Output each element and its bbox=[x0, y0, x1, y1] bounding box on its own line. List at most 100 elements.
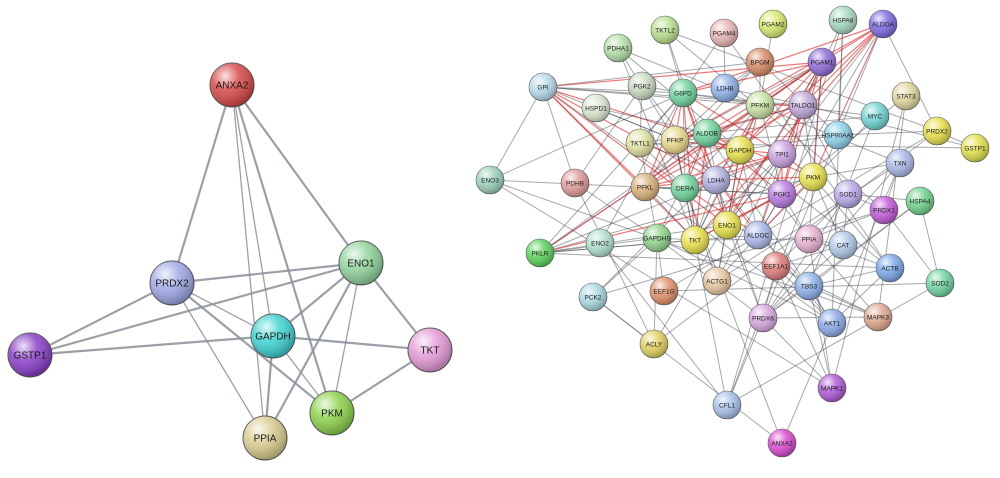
edge-PKM-PKLR bbox=[539, 176, 814, 254]
node-tkt[interactable]: TKT bbox=[407, 327, 453, 373]
node-pfkp[interactable]: PFKP bbox=[660, 125, 690, 155]
node-pdha1[interactable]: PDHA1 bbox=[603, 33, 633, 63]
node-gloss bbox=[869, 10, 897, 38]
node-prdx1[interactable]: PRDX1 bbox=[869, 195, 899, 225]
node-hspd1[interactable]: HSPD1 bbox=[581, 93, 611, 123]
node-myc[interactable]: MYC bbox=[860, 101, 890, 131]
node-gloss bbox=[582, 94, 610, 122]
node-ppia[interactable]: PPIA bbox=[242, 415, 288, 461]
node-gpi[interactable]: GPI bbox=[528, 72, 558, 102]
node-txn[interactable]: TXN bbox=[885, 148, 915, 178]
node-aldoc[interactable]: ALDOC bbox=[743, 220, 773, 250]
edge-HSPA4-TBS3 bbox=[808, 200, 921, 287]
node-prdx2[interactable]: PRDX2 bbox=[149, 260, 195, 306]
node-cfl1[interactable]: CFL1 bbox=[712, 390, 742, 420]
node-aldoa[interactable]: ALDOA bbox=[868, 9, 898, 39]
node-pgam4[interactable]: PGAM4 bbox=[709, 18, 739, 48]
edge-GPI-ENO3 bbox=[489, 86, 544, 181]
edge-ANXA2-PPIA bbox=[231, 84, 266, 439]
node-pfkm[interactable]: PFKM bbox=[745, 90, 775, 120]
node-ppia[interactable]: PPIA bbox=[794, 224, 824, 254]
node-pklr[interactable]: PKLR bbox=[525, 238, 555, 268]
node-acly[interactable]: ACLY bbox=[639, 329, 669, 359]
node-eno1[interactable]: ENO1 bbox=[338, 240, 384, 286]
node-mapk3[interactable]: MAPK3 bbox=[863, 302, 893, 332]
node-g6pd[interactable]: G6PD bbox=[668, 78, 698, 108]
edge-ALDOA-PRDX2 bbox=[882, 23, 938, 132]
edge-ALDOB-PKM bbox=[706, 132, 814, 178]
node-tktl2[interactable]: TKTL2 bbox=[650, 15, 680, 45]
node-pdhb[interactable]: PDHB bbox=[560, 168, 590, 198]
node-gstp1[interactable]: GSTP1 bbox=[960, 133, 990, 163]
node-hsp90aa1[interactable]: HSP90AA1 bbox=[822, 120, 855, 150]
node-gapdh[interactable]: GAPDH bbox=[250, 313, 296, 359]
node-pkm[interactable]: PKM bbox=[798, 162, 828, 192]
node-gloss bbox=[759, 10, 787, 38]
edge-HSPD1-ALDOB bbox=[595, 107, 708, 134]
node-gloss bbox=[339, 241, 383, 285]
node-gloss bbox=[476, 166, 504, 194]
node-ldha[interactable]: LDHA bbox=[701, 165, 731, 195]
node-dera[interactable]: DERA bbox=[670, 173, 700, 203]
edge-GSTP1-TKTL1 bbox=[639, 142, 976, 149]
node-gapdh[interactable]: GAPDH bbox=[725, 135, 755, 165]
node-gloss bbox=[210, 63, 254, 107]
node-eef1a1[interactable]: EEF1A1 bbox=[761, 251, 791, 281]
node-eef1g[interactable]: EEF1G bbox=[649, 276, 679, 306]
node-tbs3[interactable]: TBS3 bbox=[794, 271, 824, 301]
node-gloss bbox=[818, 374, 846, 402]
node-eno2[interactable]: ENO2 bbox=[585, 228, 615, 258]
edge-SOD1-PRDX6 bbox=[762, 193, 849, 319]
node-mapk1[interactable]: MAPK1 bbox=[817, 373, 847, 403]
node-gloss bbox=[749, 304, 777, 332]
node-pck2[interactable]: PCK2 bbox=[578, 282, 608, 312]
node-gloss bbox=[702, 166, 730, 194]
node-cat[interactable]: CAT bbox=[828, 230, 858, 260]
edge-PDHB-ACLY bbox=[574, 182, 655, 345]
node-prdx6[interactable]: PRDX6 bbox=[748, 303, 778, 333]
edge-ANXA2-PRDX2 bbox=[170, 84, 234, 284]
edge-ALDOA-ENO1 bbox=[726, 23, 884, 226]
node-gapdhs[interactable]: GAPDHS bbox=[642, 223, 671, 253]
node-sod2[interactable]: SOD2 bbox=[925, 268, 955, 298]
node-aldob[interactable]: ALDOB bbox=[692, 118, 722, 148]
node-tkt[interactable]: TKT bbox=[680, 225, 710, 255]
node-akt1[interactable]: AKT1 bbox=[817, 308, 847, 338]
node-actg1[interactable]: ACTG1 bbox=[702, 266, 732, 296]
node-tktl1[interactable]: TKTL1 bbox=[625, 128, 655, 158]
node-pfkl[interactable]: PFKL bbox=[630, 172, 660, 202]
node-anxa2[interactable]: ANXA2 bbox=[209, 62, 255, 108]
node-eno3[interactable]: ENO3 bbox=[475, 165, 505, 195]
node-anxa2[interactable]: ANXA2 bbox=[767, 428, 797, 458]
node-sod1[interactable]: SOD1 bbox=[833, 179, 863, 209]
node-tpi1[interactable]: TPI1 bbox=[767, 139, 797, 169]
node-gloss bbox=[661, 126, 689, 154]
node-gloss bbox=[876, 254, 904, 282]
node-gloss bbox=[864, 303, 892, 331]
node-hspa4[interactable]: HSPA4 bbox=[905, 186, 935, 216]
edge-GAPDH-GSTP1 bbox=[29, 334, 274, 357]
edge-G6PD-ENO2 bbox=[599, 92, 684, 244]
node-pgk2[interactable]: PGK2 bbox=[627, 71, 657, 101]
node-pgam1[interactable]: PGAM1 bbox=[807, 47, 837, 77]
node-pgam2[interactable]: PGAM2 bbox=[758, 9, 788, 39]
node-prdx2[interactable]: PRDX2 bbox=[922, 116, 952, 146]
edge-HSPA8-HSP90AA1 bbox=[837, 19, 844, 136]
node-stat3[interactable]: STAT3 bbox=[891, 81, 921, 111]
node-ldhb[interactable]: LDHB bbox=[710, 73, 740, 103]
edge-ANXA2-PKM bbox=[230, 84, 334, 414]
edge-TPI1-ACTG1 bbox=[716, 153, 783, 282]
node-bpgm[interactable]: BPGM bbox=[745, 47, 775, 77]
node-actb[interactable]: ACTB bbox=[875, 253, 905, 283]
node-eno1[interactable]: ENO1 bbox=[712, 210, 742, 240]
node-gloss bbox=[768, 140, 796, 168]
node-gstp1[interactable]: GSTP1 bbox=[7, 332, 53, 378]
node-pkm[interactable]: PKM bbox=[309, 390, 355, 436]
node-gloss bbox=[693, 119, 721, 147]
edge-ENO1-PPIA bbox=[264, 262, 362, 439]
node-hspa8[interactable]: HSPA8 bbox=[828, 5, 858, 35]
node-gloss bbox=[8, 333, 52, 377]
node-pgk1[interactable]: PGK1 bbox=[767, 179, 797, 209]
node-taldo1[interactable]: TALDO1 bbox=[788, 90, 818, 120]
